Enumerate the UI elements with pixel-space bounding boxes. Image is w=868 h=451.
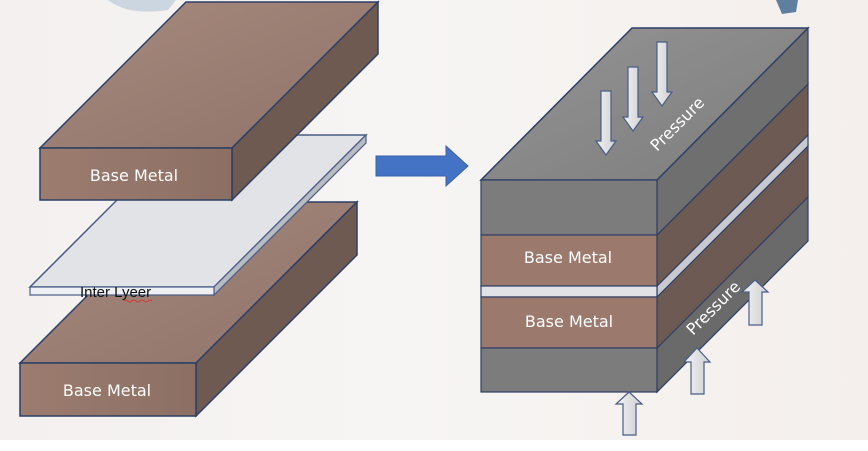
left-bottom-block-label: Base Metal [63, 381, 151, 400]
downward-pressure-arrows [594, 41, 674, 157]
lower-base-front [480, 296, 658, 349]
lower-platen-front [480, 347, 658, 393]
down-arrow-2 [621, 66, 645, 133]
upper-base-label: Base Metal [524, 248, 612, 267]
down-arrow-1 [594, 90, 618, 157]
up-arrow-2 [682, 347, 712, 395]
process-arrow [375, 144, 469, 188]
up-arrow-3 [740, 279, 770, 326]
interlayer-front [480, 285, 658, 298]
interlayer-label: Inter Lyeer [80, 284, 151, 301]
upper-base-front [480, 234, 658, 287]
lower-base-label: Base Metal [525, 312, 613, 331]
up-arrow-1 [614, 391, 644, 436]
spellcheck-underline [123, 299, 153, 303]
decorative-shape-top-left [108, 0, 176, 12]
block-front-face [39, 147, 233, 201]
down-arrow-3 [650, 41, 674, 108]
right-bonded-stack: Base Metal Base Metal Pressure Pressure [479, 26, 810, 394]
interlayer-front-face [29, 286, 215, 296]
left-top-base-metal-block: Base Metal [38, 0, 380, 202]
bottom-edge-strip [0, 440, 868, 451]
upward-pressure-arrows [614, 279, 770, 436]
upper-platen-front [480, 179, 658, 236]
left-top-block-label: Base Metal [90, 166, 178, 185]
block-front-face [19, 362, 197, 417]
left-interlayer-sheet: Inter Lyeer [28, 133, 368, 303]
decorative-shape-top-right [776, 0, 798, 14]
